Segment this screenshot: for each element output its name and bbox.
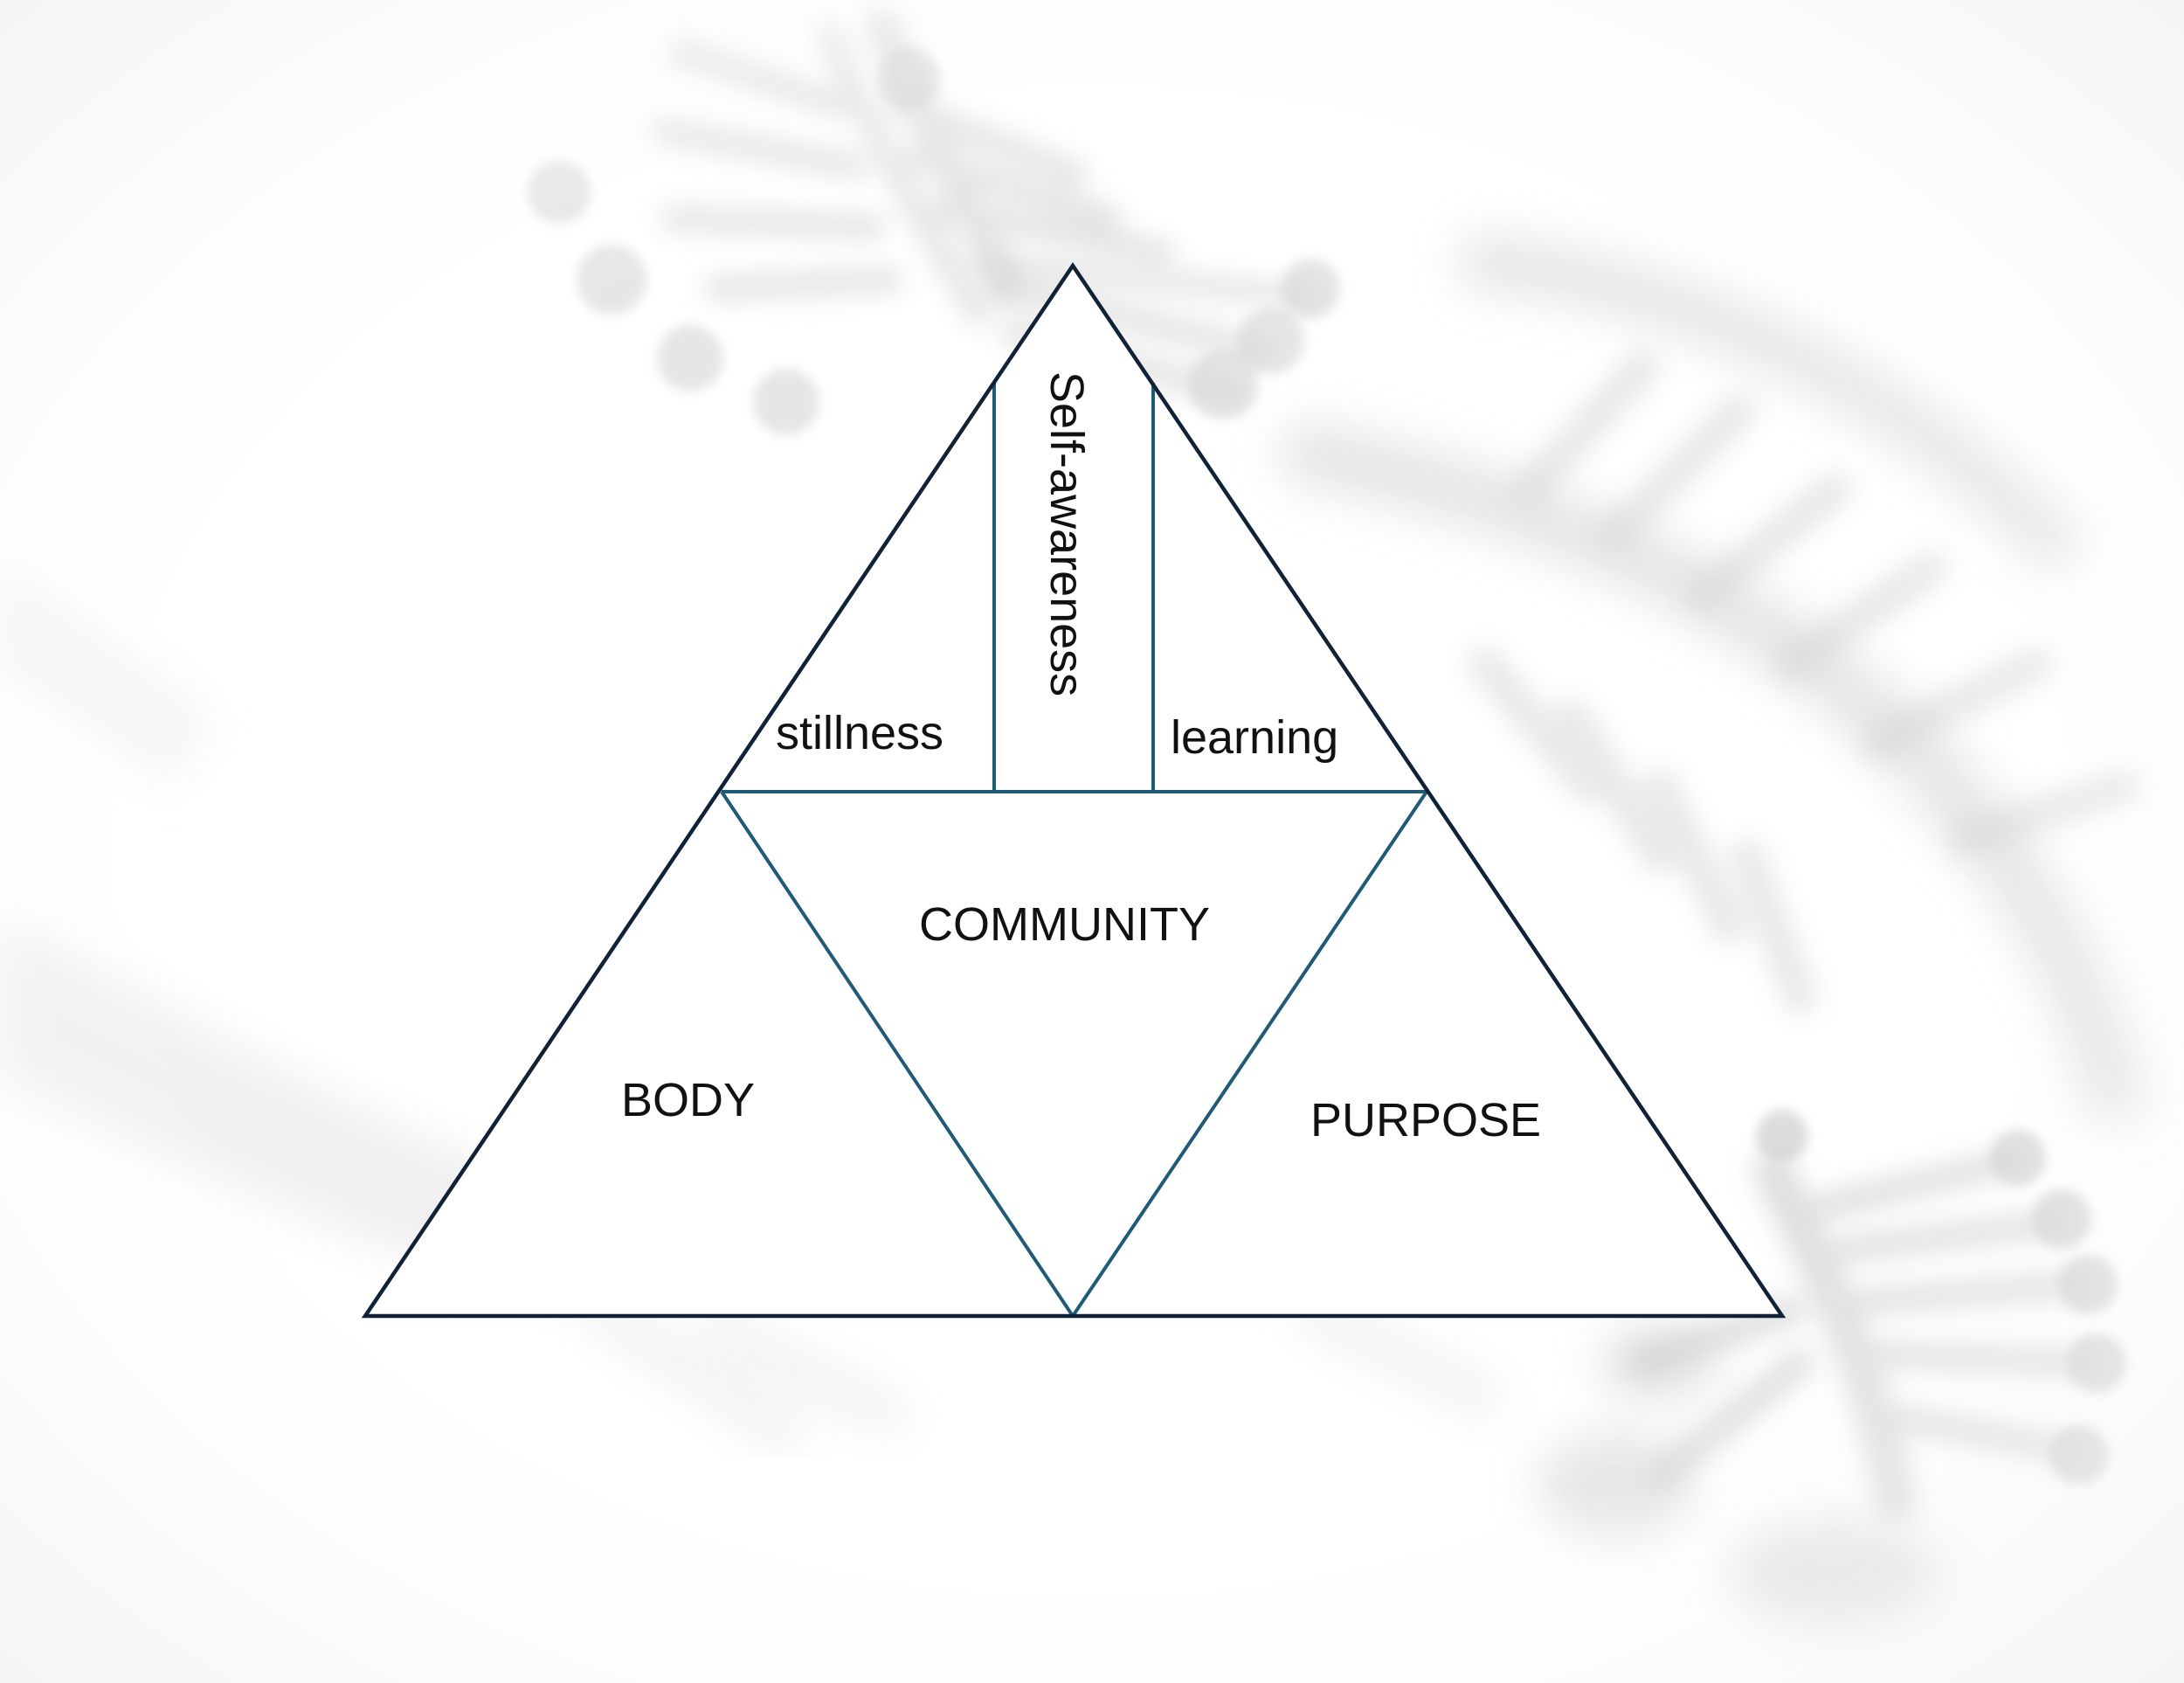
label-body: BODY bbox=[621, 1074, 755, 1126]
label-community: COMMUNITY bbox=[919, 898, 1210, 951]
label-stillness: stillness bbox=[776, 707, 943, 759]
label-purpose: PURPOSE bbox=[1310, 1094, 1541, 1146]
label-learning: learning bbox=[1171, 711, 1338, 764]
label-self-awareness: Self-awareness bbox=[1040, 371, 1093, 696]
